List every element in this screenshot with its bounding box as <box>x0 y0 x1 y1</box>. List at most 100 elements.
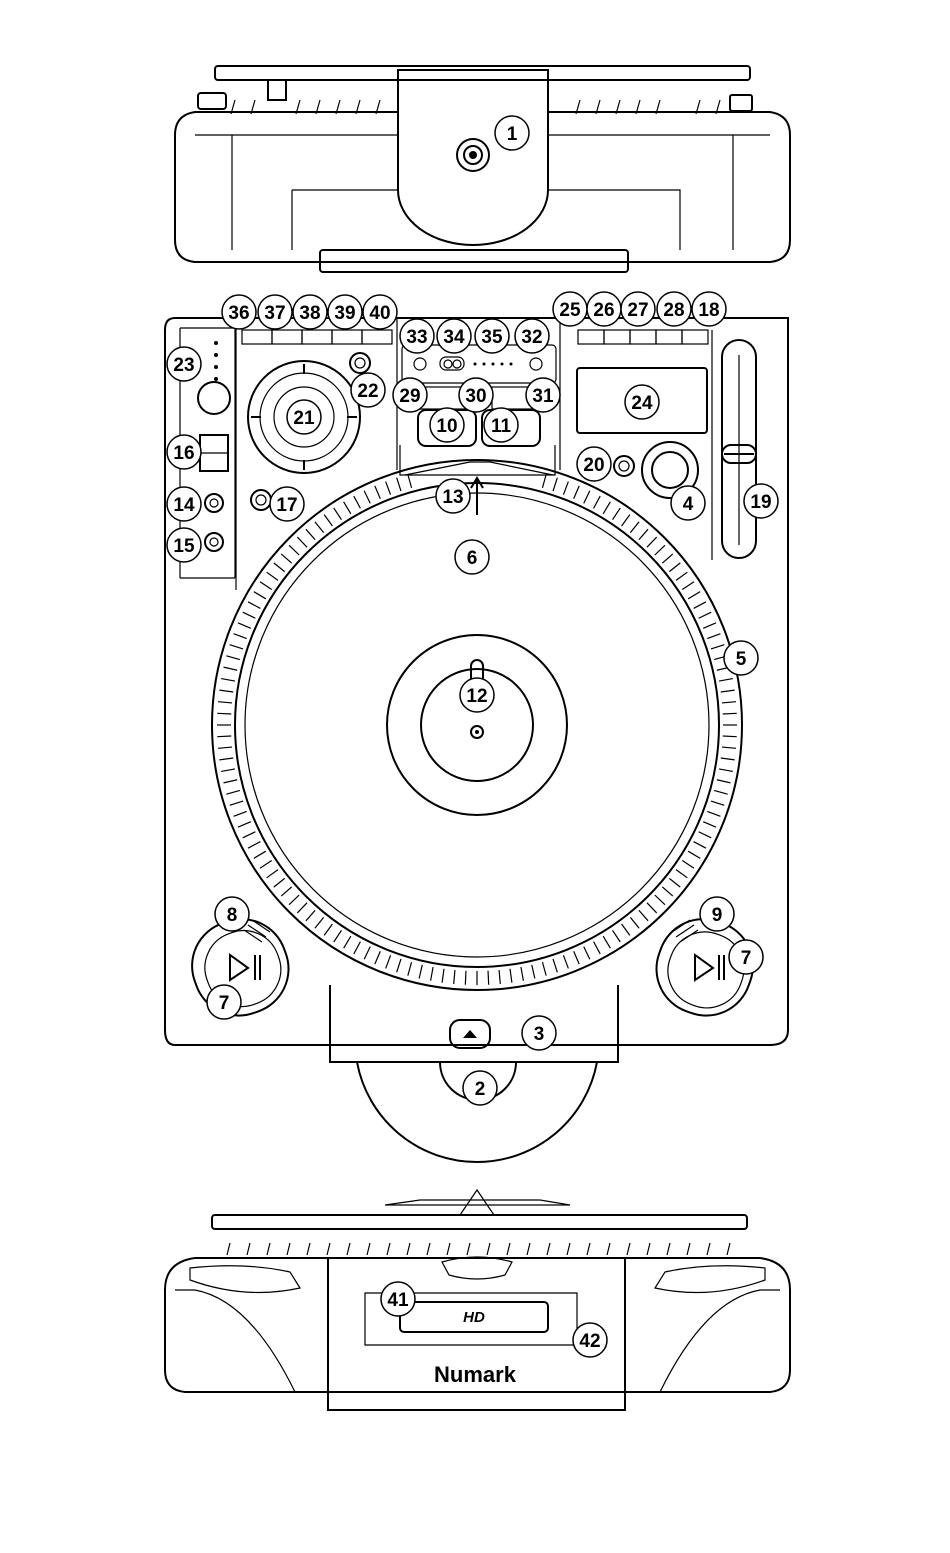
small-knob-lower-left <box>251 490 271 510</box>
callout-number: 5 <box>736 649 747 670</box>
callout-26: 26 <box>587 292 621 326</box>
callout-1: 1 <box>495 116 529 150</box>
callout-29: 29 <box>393 378 427 412</box>
callout-number: 30 <box>465 386 486 407</box>
jack-lower <box>205 533 223 551</box>
callout-number: 20 <box>583 455 604 476</box>
small-knob-right <box>614 456 634 476</box>
callout-number: 6 <box>467 548 478 569</box>
callout-number: 13 <box>442 487 463 508</box>
callout-number: 2 <box>475 1079 486 1100</box>
platter-hub <box>387 635 567 815</box>
callout-12: 12 <box>460 678 494 712</box>
callout-28: 28 <box>657 292 691 326</box>
callout-number: 38 <box>299 303 320 324</box>
knob-top <box>268 80 286 100</box>
callout-number: 26 <box>593 300 614 321</box>
callout-25: 25 <box>553 292 587 326</box>
callout-number: 1 <box>507 124 518 145</box>
left-round-button <box>198 382 230 414</box>
callout-number: 17 <box>276 495 297 516</box>
top-view <box>175 66 790 272</box>
brand-logo: Numark <box>434 1362 517 1387</box>
left-button-strip <box>242 330 392 344</box>
callout-39: 39 <box>328 295 362 329</box>
callout-21: 21 <box>287 400 321 434</box>
callout-3: 3 <box>522 1016 556 1050</box>
callout-40: 40 <box>363 295 397 329</box>
callout-34: 34 <box>437 319 471 353</box>
callout-number: 7 <box>741 948 752 969</box>
callout-5: 5 <box>724 641 758 675</box>
callout-number: 10 <box>436 416 457 437</box>
callout-7a: 7 <box>207 985 241 1019</box>
callout-23: 23 <box>167 347 201 381</box>
callout-number: 32 <box>521 327 542 348</box>
hd-badge: HD <box>463 1309 485 1326</box>
callout-31: 31 <box>526 378 560 412</box>
small-knob-upper-left <box>350 353 370 373</box>
callout-32: 32 <box>515 319 549 353</box>
callout-number: 36 <box>228 303 249 324</box>
callout-number: 34 <box>443 327 465 348</box>
callout-2: 2 <box>463 1071 497 1105</box>
callout-17: 17 <box>270 487 304 521</box>
callout-27: 27 <box>621 292 655 326</box>
bottom-vent-marks <box>227 1243 730 1255</box>
callout-41: 41 <box>381 1282 415 1316</box>
callout-number: 25 <box>559 300 581 321</box>
callout-14: 14 <box>167 487 201 521</box>
callout-30: 30 <box>459 378 493 412</box>
callout-6: 6 <box>455 540 489 574</box>
callout-18: 18 <box>692 292 726 326</box>
callout-7b: 7 <box>729 940 763 974</box>
left-foot <box>198 93 226 109</box>
callout-number: 41 <box>387 1290 409 1311</box>
callout-number: 31 <box>532 386 554 407</box>
callout-number: 29 <box>399 386 420 407</box>
callout-number: 18 <box>698 300 719 321</box>
callout-22: 22 <box>351 373 385 407</box>
callout-13: 13 <box>436 479 470 513</box>
callout-number: 35 <box>481 327 503 348</box>
callout-16: 16 <box>167 435 201 469</box>
callout-number: 39 <box>334 303 355 324</box>
callout-4: 4 <box>671 486 705 520</box>
callout-number: 11 <box>491 416 512 437</box>
callout-number: 4 <box>683 494 694 515</box>
callout-11: 11 <box>484 408 518 442</box>
callout-number: 22 <box>357 381 378 402</box>
callout-number: 16 <box>173 443 194 464</box>
callout-number: 33 <box>406 327 427 348</box>
disc-tray <box>330 985 618 1062</box>
left-indicator-dots <box>214 341 218 381</box>
callout-number: 24 <box>631 393 653 414</box>
callout-9: 9 <box>700 897 734 931</box>
right-foot <box>730 95 752 111</box>
callout-42: 42 <box>573 1323 607 1357</box>
callout-38: 38 <box>293 295 327 329</box>
callout-number: 27 <box>627 300 648 321</box>
callout-35: 35 <box>475 319 509 353</box>
callout-number: 7 <box>219 993 230 1014</box>
jack-upper <box>205 494 223 512</box>
callout-24: 24 <box>625 385 659 419</box>
callout-number: 15 <box>173 536 195 557</box>
callout-10: 10 <box>430 408 464 442</box>
callout-number: 14 <box>173 495 195 516</box>
callout-19: 19 <box>744 484 778 518</box>
bottom-view: HD Numark <box>165 1190 790 1410</box>
right-button-strip <box>578 330 708 344</box>
callout-number: 23 <box>173 355 194 376</box>
callout-number: 40 <box>369 303 390 324</box>
callout-8: 8 <box>215 897 249 931</box>
callout-20: 20 <box>577 447 611 481</box>
callout-number: 8 <box>227 905 238 926</box>
callout-number: 42 <box>579 1331 600 1352</box>
callout-number: 37 <box>264 303 285 324</box>
callout-37: 37 <box>258 295 292 329</box>
callout-number: 12 <box>466 686 487 707</box>
callout-15: 15 <box>167 528 201 562</box>
